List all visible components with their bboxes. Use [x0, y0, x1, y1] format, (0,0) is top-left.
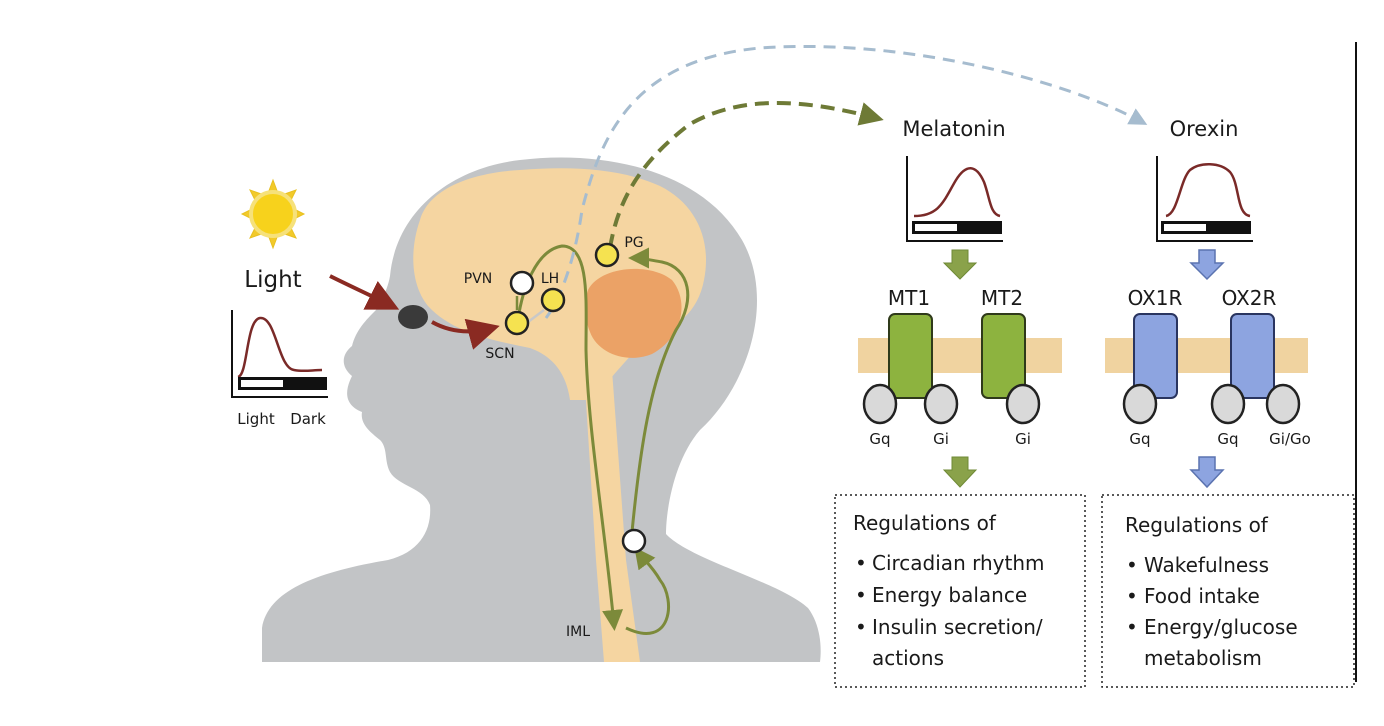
orexin-item-3: Energy/glucose: [1144, 615, 1298, 639]
orexin-item-2: Food intake: [1144, 584, 1260, 608]
spinal-cord: [584, 370, 640, 662]
melatonin-bullet-1: •: [855, 551, 867, 575]
orexin-item-1: Wakefulness: [1144, 553, 1269, 577]
mt1-gq-label: Gq: [869, 430, 890, 448]
lh-node: [540, 287, 566, 313]
iml-label: IML: [566, 624, 590, 640]
melatonin-regulation-box: [834, 494, 1086, 688]
scn-label: SCN: [485, 346, 514, 362]
ox2r-gigo-protein: [1265, 383, 1301, 425]
ox2r-receptor: [1230, 313, 1275, 399]
pvn-node: [509, 270, 535, 296]
pg-to-melatonin-dashed-arrow: [608, 101, 884, 249]
mt1-label: MT1: [888, 286, 930, 310]
ox1r-gq-label: Gq: [1129, 430, 1150, 448]
ox2r-gq-protein: [1210, 383, 1246, 425]
melatonin-box-title: Regulations of: [853, 511, 997, 535]
orexin-bullet-3: •: [1126, 615, 1138, 639]
melatonin-bullet-3: •: [855, 615, 867, 639]
ox1r-label: OX1R: [1128, 286, 1183, 310]
neck-to-pg-arrow: [628, 247, 690, 533]
ox2r-gigo-label: Gi/Go: [1269, 430, 1311, 448]
pvn-label: PVN: [464, 271, 493, 287]
lh-label: LH: [541, 271, 559, 287]
mt1-gq-protein: [862, 383, 898, 425]
orexin-rhythm-chart: [1156, 156, 1253, 242]
orexin-bullet-1: •: [1126, 553, 1138, 577]
eye-to-scn-arrow: [431, 318, 500, 350]
ox2r-gq-label: Gq: [1217, 430, 1238, 448]
pg-node: [594, 242, 620, 268]
melatonin-item-4: actions: [872, 646, 944, 670]
mt2-gi-protein: [1005, 383, 1041, 425]
mt2-label: MT2: [981, 286, 1023, 310]
pg-label: PG: [624, 235, 643, 251]
dark-axis-label: Dark: [290, 410, 326, 428]
light-axis-label: Light: [237, 410, 275, 428]
sun-icon: [240, 178, 306, 250]
melatonin-title: Melatonin: [902, 117, 1005, 141]
melatonin-rhythm-chart: [906, 156, 1003, 242]
orexin-item-4: metabolism: [1144, 646, 1262, 670]
cerebellum: [585, 268, 682, 358]
orexin-effect-arrow-icon: [1189, 456, 1225, 489]
mt2-gi-label: Gi: [1015, 430, 1031, 448]
orexin-title: Orexin: [1170, 117, 1239, 141]
scn-node: [504, 310, 530, 336]
neck-node: [621, 528, 647, 554]
lh-to-orexin-dashed-arrow: [544, 44, 1148, 319]
eye: [398, 305, 428, 329]
light-title: Light: [244, 267, 301, 293]
ox1r-gq-protein: [1122, 383, 1158, 425]
melatonin-down-arrow-icon: [942, 249, 978, 280]
iml-to-neck-arrow: [625, 547, 671, 635]
melatonin-item-1: Circadian rhythm: [872, 551, 1044, 575]
melatonin-bullet-2: •: [855, 583, 867, 607]
melatonin-effect-arrow-icon: [942, 456, 978, 488]
melatonin-item-2: Energy balance: [872, 583, 1027, 607]
orexin-box-title: Regulations of: [1125, 513, 1269, 537]
orexin-bullet-2: •: [1126, 584, 1138, 608]
light-dark-chart: [231, 310, 328, 398]
orexin-regulation-box: [1101, 494, 1355, 688]
melatonin-item-3: Insulin secretion/: [872, 615, 1043, 639]
scn-to-iml-arrow: [516, 244, 624, 631]
mt1-receptor: [888, 313, 933, 399]
light-to-eye-arrow: [329, 274, 400, 310]
mt1-gi-protein: [923, 383, 959, 425]
ox2r-label: OX2R: [1222, 286, 1277, 310]
orexin-down-arrow-icon: [1189, 249, 1225, 281]
mt1-gi-label: Gi: [933, 430, 949, 448]
scn-lh-link: [527, 309, 545, 323]
mt2-receptor: [981, 313, 1026, 399]
